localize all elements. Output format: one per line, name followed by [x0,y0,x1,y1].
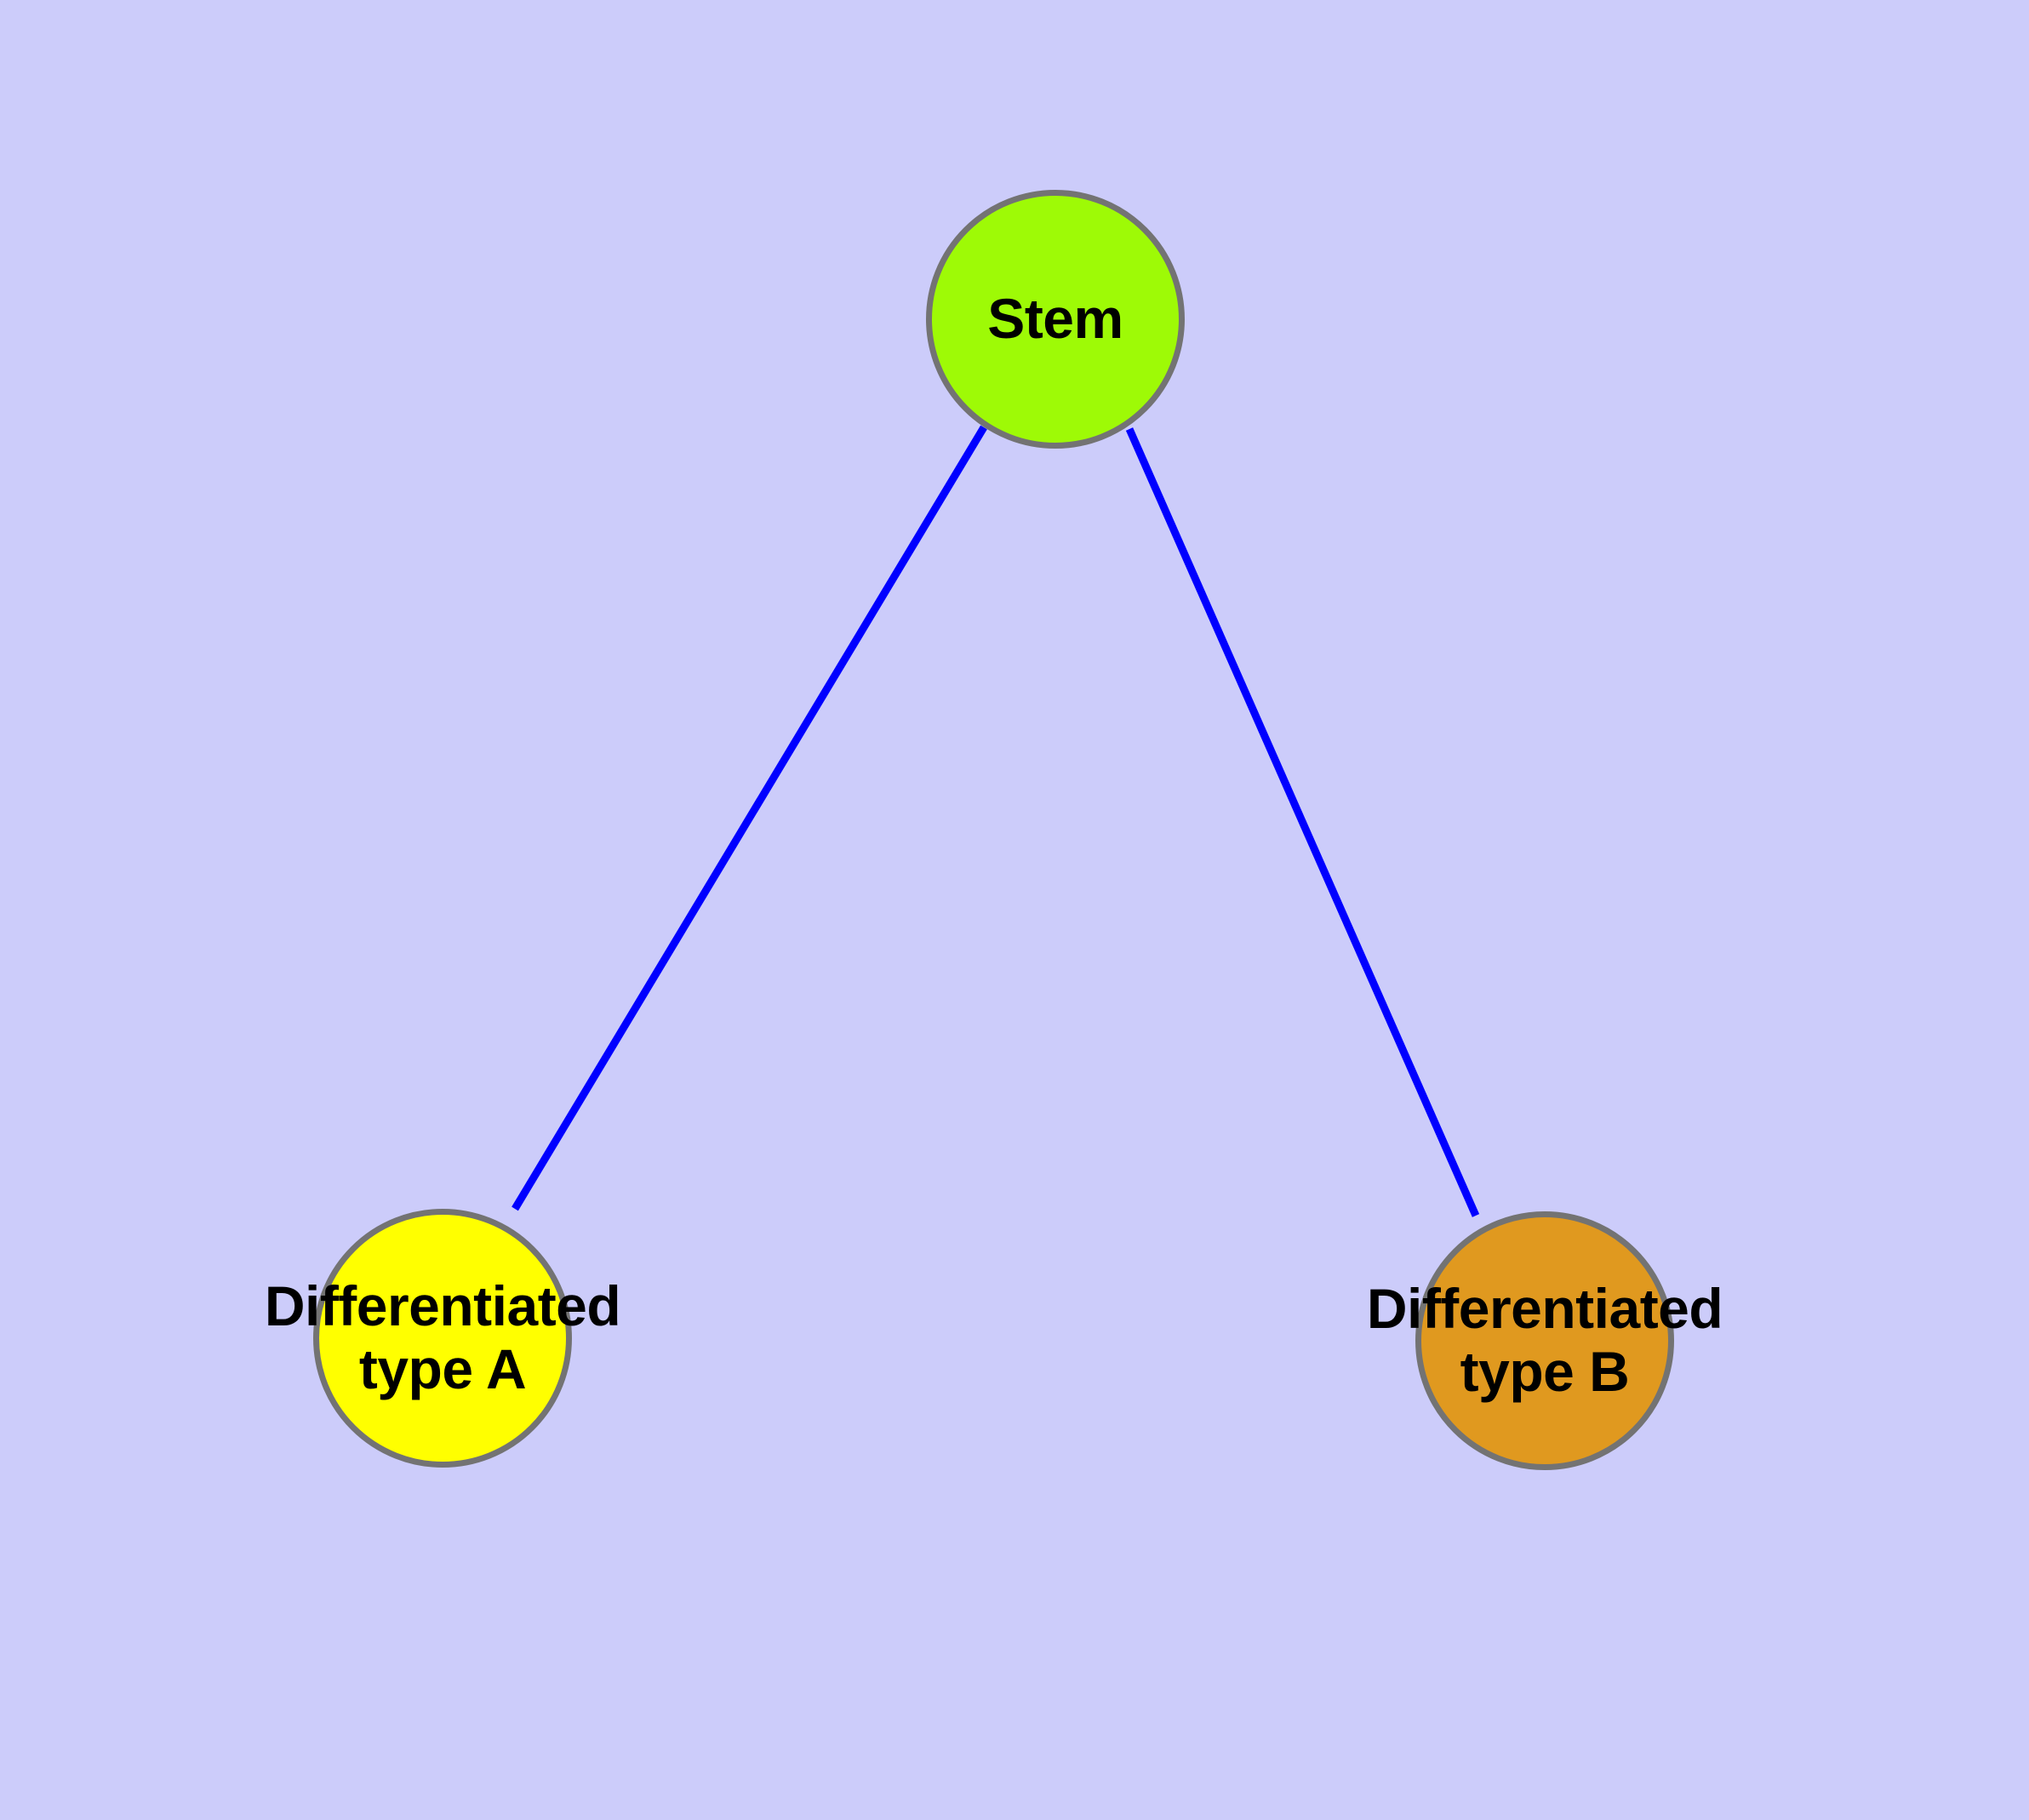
node-differentiated-type-a[interactable]: Differentiated type A [265,1209,621,1468]
node-differentiated-type-a-label: Differentiated type A [264,1274,621,1401]
node-stem-circle [926,190,1185,449]
node-differentiated-type-b-label-line1: Differentiated [1366,1277,1723,1341]
node-differentiated-type-b-label: Differentiated type B [1366,1277,1723,1404]
node-differentiated-type-a-label-line2: type A [358,1337,527,1400]
node-differentiated-type-b[interactable]: Differentiated type B [1367,1211,1723,1470]
node-stem[interactable]: Stem [926,190,1185,449]
node-differentiated-type-b-circle [1415,1211,1674,1470]
node-differentiated-type-b-label-line2: type B [1460,1340,1630,1403]
node-stem-label: Stem [987,287,1123,351]
node-stem-label-line1: Stem [987,287,1123,351]
edge-stem-to-differentiated-type-a [512,425,987,1211]
edge-stem-to-differentiated-type-b [1125,427,1480,1217]
node-differentiated-type-a-circle [313,1209,572,1468]
node-differentiated-type-a-label-line1: Differentiated [264,1274,621,1338]
